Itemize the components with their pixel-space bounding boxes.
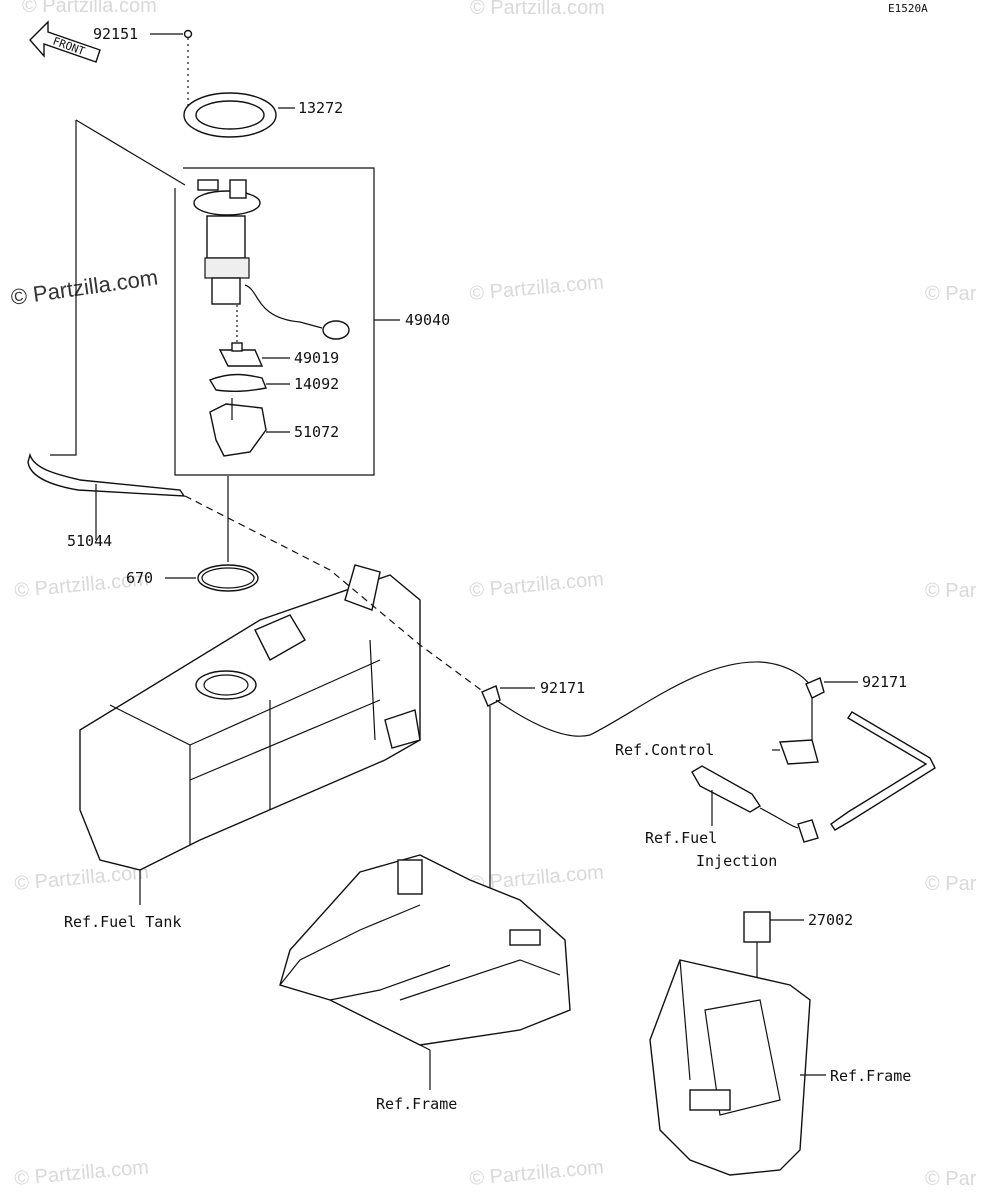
ref-label-frame-center: Ref.Frame xyxy=(376,1095,457,1113)
retainer-plate-13272: 13272 xyxy=(183,92,343,138)
part-label-670: 670 xyxy=(126,569,153,587)
ref-label-fuel-line2: Injection xyxy=(696,852,777,870)
watermark-partial: © Par xyxy=(925,873,977,895)
watermark: © Partzilla.com xyxy=(469,271,605,305)
fuel-pump-assembly-49040: 49040 49019 14092 51072 xyxy=(174,167,450,476)
control-bracket: Ref.Control xyxy=(615,739,819,765)
clamp-92171-right: 92171 xyxy=(805,673,907,742)
watermark: © Partzilla.com xyxy=(469,1156,605,1190)
clamp-92171-left: 92171 xyxy=(481,679,585,940)
part-label-92171-left: 92171 xyxy=(540,679,585,697)
front-label: FRONT xyxy=(51,35,87,59)
part-label-92171-right: 92171 xyxy=(862,673,907,691)
ref-label-fuel-line1: Ref.Fuel xyxy=(645,829,717,847)
ref-label-frame-right: Ref.Frame xyxy=(830,1067,911,1085)
watermark-partial: © Par xyxy=(925,580,977,602)
part-label-14092: 14092 xyxy=(294,375,339,393)
part-label-13272: 13272 xyxy=(298,99,343,117)
part-label-49019: 49019 xyxy=(294,349,339,367)
ref-label-control: Ref.Control xyxy=(615,741,714,759)
part-label-92151: 92151 xyxy=(93,25,138,43)
watermark: © Partzilla.com xyxy=(469,568,605,602)
fuel-tank: Ref.Fuel Tank xyxy=(64,564,421,931)
part-label-49040: 49040 xyxy=(405,311,450,329)
part-label-27002: 27002 xyxy=(808,911,853,929)
watermark-partial: © Par xyxy=(925,283,977,305)
frame-right: Ref.Frame xyxy=(649,959,911,1176)
watermark-dark: © Partzilla.com xyxy=(9,265,159,310)
fuel-injector: Ref.Fuel Injection xyxy=(645,765,819,870)
o-ring-670: 670 xyxy=(126,564,259,592)
watermark-partial: © Par xyxy=(925,1168,977,1190)
frame-center: Ref.Frame xyxy=(279,854,571,1113)
fuel-hose-51044: 51044 xyxy=(27,120,186,550)
diagram-code: E1520A xyxy=(888,2,928,15)
watermark: © Partzilla.com xyxy=(22,0,157,17)
ref-label-fuel-tank: Ref.Fuel Tank xyxy=(64,913,181,931)
watermark: © Partzilla.com xyxy=(470,0,605,19)
front-arrow-icon: FRONT xyxy=(29,20,101,63)
watermark: © Partzilla.com xyxy=(14,1156,150,1190)
screw-92151: 92151 xyxy=(93,25,193,110)
part-label-51044: 51044 xyxy=(67,532,112,550)
part-label-51072: 51072 xyxy=(294,423,339,441)
